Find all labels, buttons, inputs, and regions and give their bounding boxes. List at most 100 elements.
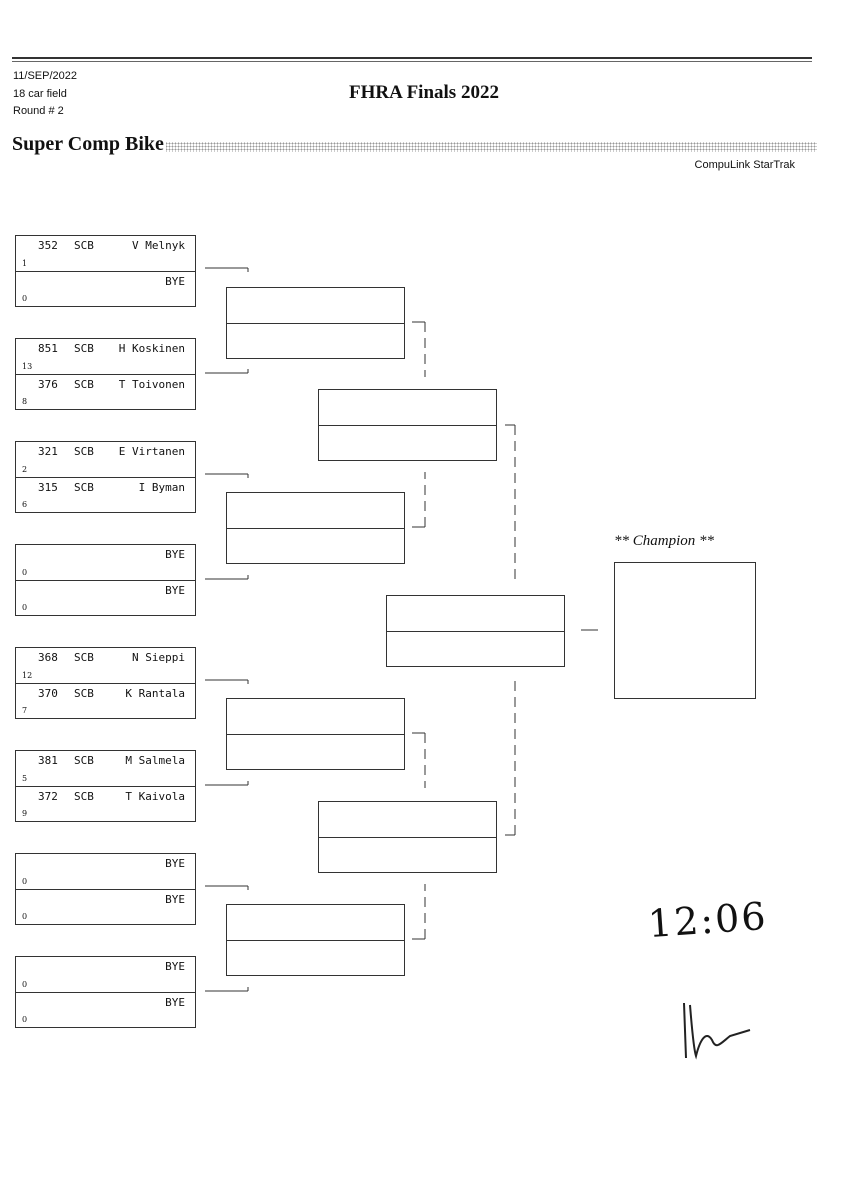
racer-slot: 851 SCB H Koskinen 13 xyxy=(16,339,195,374)
class-code: SCB xyxy=(74,239,94,252)
racer-slot: 352 SCB V Melnyk 1 xyxy=(16,236,195,271)
racer-name: K Rantala xyxy=(125,687,185,700)
champion-box xyxy=(614,562,756,699)
handwritten-time: 12:06 xyxy=(646,893,769,947)
racer-slot: BYE 0 xyxy=(16,271,195,306)
car-number: 321 xyxy=(38,445,58,458)
racer-slot: BYE 0 xyxy=(16,545,195,580)
car-number: 368 xyxy=(38,651,58,664)
class-code: SCB xyxy=(74,445,94,458)
empty-slot xyxy=(227,734,404,769)
racer-slot: BYE 0 xyxy=(16,957,195,992)
class-code: SCB xyxy=(74,754,94,767)
car-number: 372 xyxy=(38,790,58,803)
round3-match xyxy=(318,389,497,461)
seed-number: 7 xyxy=(22,706,28,715)
seed-number: 1 xyxy=(22,259,28,268)
racer-slot: 368 SCB N Sieppi 12 xyxy=(16,648,195,683)
seed-number: 12 xyxy=(22,671,33,680)
empty-slot xyxy=(387,631,564,666)
racer-name: BYE xyxy=(165,857,185,870)
class-code: SCB xyxy=(74,378,94,391)
seed-number: 13 xyxy=(22,362,33,371)
round2-match xyxy=(226,698,405,770)
racer-slot: 381 SCB M Salmela 5 xyxy=(16,751,195,786)
racer-name: BYE xyxy=(165,548,185,561)
round2-match xyxy=(226,287,405,359)
round2-match xyxy=(226,904,405,976)
seed-number: 0 xyxy=(22,980,28,989)
class-code: SCB xyxy=(74,790,94,803)
seed-number: 0 xyxy=(22,568,28,577)
racer-name: E Virtanen xyxy=(118,445,185,458)
seed-number: 0 xyxy=(22,603,28,612)
seed-number: 2 xyxy=(22,465,28,474)
seed-number: 0 xyxy=(22,912,28,921)
empty-slot xyxy=(227,323,404,358)
racer-slot: 376 SCB T Toivonen 8 xyxy=(16,374,195,409)
racer-name: BYE xyxy=(165,996,185,1009)
round2-match xyxy=(226,492,405,564)
seed-number: 0 xyxy=(22,294,28,303)
event-title: FHRA Finals 2022 xyxy=(349,82,499,103)
racer-name: V Melnyk xyxy=(132,239,185,252)
racer-name: H Koskinen xyxy=(118,342,185,355)
class-code: SCB xyxy=(74,651,94,664)
car-number: 315 xyxy=(38,481,58,494)
racer-slot: BYE 0 xyxy=(16,992,195,1027)
event-date: 11/SEP/2022 xyxy=(13,70,78,82)
car-number: 851 xyxy=(38,342,58,355)
car-number: 376 xyxy=(38,378,58,391)
seed-number: 6 xyxy=(22,500,28,509)
empty-slot xyxy=(319,425,496,460)
racer-name: T Toivonen xyxy=(118,378,185,391)
class-title: Super Comp Bike xyxy=(12,133,166,156)
vendor-label: CompuLink StarTrak xyxy=(694,159,795,171)
round3-match xyxy=(318,801,497,873)
racer-name: M Salmela xyxy=(125,754,185,767)
racer-name: T Kaivola xyxy=(125,790,185,803)
racer-name: I Byman xyxy=(138,481,185,494)
seed-number: 9 xyxy=(22,809,28,818)
racer-name: BYE xyxy=(165,584,185,597)
seed-number: 0 xyxy=(22,1015,28,1024)
round-number: Round # 2 xyxy=(13,105,64,117)
racer-name: BYE xyxy=(165,960,185,973)
empty-slot xyxy=(227,940,404,975)
seed-number: 5 xyxy=(22,774,28,783)
racer-slot: 315 SCB I Byman 6 xyxy=(16,477,195,512)
racer-slot: BYE 0 xyxy=(16,854,195,889)
header-rule xyxy=(12,61,812,62)
class-code: SCB xyxy=(74,342,94,355)
class-code: SCB xyxy=(74,481,94,494)
racer-slot: 372 SCB T Kaivola 9 xyxy=(16,786,195,821)
racer-slot: 370 SCB K Rantala 7 xyxy=(16,683,195,718)
car-number: 370 xyxy=(38,687,58,700)
class-code: SCB xyxy=(74,687,94,700)
racer-name: N Sieppi xyxy=(132,651,185,664)
seed-number: 0 xyxy=(22,877,28,886)
field-size: 18 car field xyxy=(13,88,67,100)
seed-number: 8 xyxy=(22,397,28,406)
header-rule xyxy=(12,57,812,59)
empty-slot xyxy=(319,837,496,872)
racer-slot: BYE 0 xyxy=(16,580,195,615)
champion-label: ** Champion ** xyxy=(614,533,715,549)
racer-slot: BYE 0 xyxy=(16,889,195,924)
racer-name: BYE xyxy=(165,275,185,288)
final-match xyxy=(386,595,565,667)
car-number: 381 xyxy=(38,754,58,767)
car-number: 352 xyxy=(38,239,58,252)
dotted-fill xyxy=(165,142,817,152)
racer-name: BYE xyxy=(165,893,185,906)
racer-slot: 321 SCB E Virtanen 2 xyxy=(16,442,195,477)
